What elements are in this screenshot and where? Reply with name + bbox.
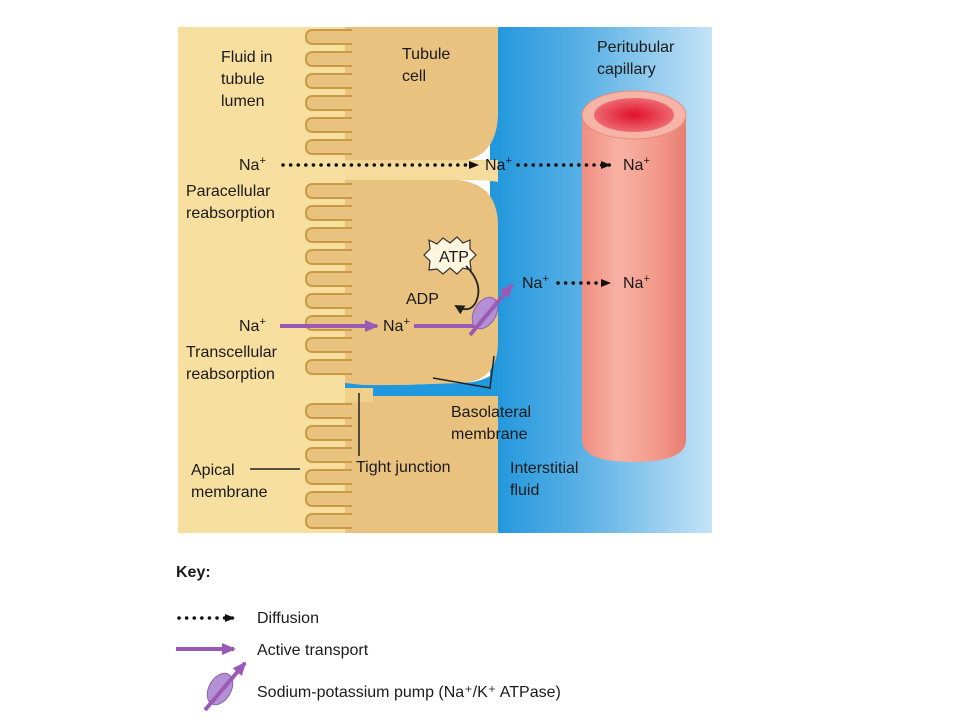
svg-text:reabsorption: reabsorption — [186, 366, 275, 383]
interstitial-fluid-label: Interstitial fluid — [510, 460, 578, 499]
svg-text:cell: cell — [402, 68, 426, 85]
lumen-label: Fluid in tubule lumen — [221, 49, 273, 110]
na-ion-cell: Na+ — [383, 316, 410, 335]
svg-text:fluid: fluid — [510, 482, 539, 499]
svg-text:Transcellular: Transcellular — [186, 344, 278, 361]
svg-text:Tight junction: Tight junction — [356, 459, 451, 476]
atp-to-adp-arrow — [454, 265, 480, 315]
paracellular-pathway: Na+ Na+ Na+ — [239, 155, 650, 174]
na-ion-capillary-trans: Na+ — [623, 273, 650, 292]
svg-text:reabsorption: reabsorption — [186, 205, 275, 222]
peritubular-capillary — [581, 90, 687, 462]
microvilli-fill — [306, 30, 352, 528]
sodium-potassium-pump-icon — [468, 283, 514, 337]
tubule-cell-lower — [345, 180, 498, 392]
svg-text:membrane: membrane — [451, 426, 528, 443]
svg-text:Interstitial: Interstitial — [510, 460, 578, 477]
basolateral-membrane-label: Basolateral membrane — [432, 355, 531, 443]
svg-text:membrane: membrane — [191, 484, 268, 501]
svg-text:capillary: capillary — [597, 61, 656, 78]
tight-junction-label: Tight junction — [356, 393, 451, 476]
atp-icon: ATP — [423, 236, 477, 275]
legend-pump-icon — [203, 661, 247, 712]
svg-text:Fluid in: Fluid in — [221, 49, 273, 66]
svg-text:Apical: Apical — [191, 462, 235, 479]
microvilli-outline — [304, 29, 352, 529]
legend-title: Key: — [176, 564, 211, 581]
tubule-cell-base — [345, 396, 498, 533]
svg-text:Peritubular: Peritubular — [597, 39, 675, 56]
legend-pump-label: Sodium-potassium pump (Na⁺/K⁺ ATPase) — [257, 684, 561, 701]
capillary-label: Peritubular capillary — [597, 39, 675, 78]
na-ion-interstitial-para: Na+ — [485, 155, 512, 174]
svg-text:Paracellular: Paracellular — [186, 183, 271, 200]
na-ion-capillary-para: Na+ — [623, 155, 650, 174]
tubule-cell-upper — [345, 27, 498, 165]
legend-diffusion-label: Diffusion — [257, 610, 319, 627]
legend: Key: Diffusion Active transport Sodium-p… — [176, 564, 561, 712]
svg-text:lumen: lumen — [221, 93, 265, 110]
transcellular-pathway: Na+ Na+ ATP ADP Na+ Na+ — [239, 236, 650, 337]
na-ion-interstitial-trans: Na+ — [522, 273, 549, 292]
tubule-cell-label: Tubule cell — [402, 46, 450, 85]
apical-membrane-label: Apical membrane — [191, 462, 300, 501]
svg-text:Tubule: Tubule — [402, 46, 450, 63]
apical-microvilli — [304, 29, 352, 529]
adp-label: ADP — [406, 291, 439, 308]
paracellular-label: Paracellular reabsorption — [186, 183, 275, 222]
transcellular-label: Transcellular reabsorption — [186, 344, 278, 383]
svg-text:tubule: tubule — [221, 71, 265, 88]
na-ion-lumen-trans: Na+ — [239, 316, 266, 335]
legend-active-transport-label: Active transport — [257, 642, 369, 659]
na-ion-lumen-para: Na+ — [239, 155, 266, 174]
svg-text:ATP: ATP — [439, 249, 469, 266]
svg-text:Basolateral: Basolateral — [451, 404, 531, 421]
